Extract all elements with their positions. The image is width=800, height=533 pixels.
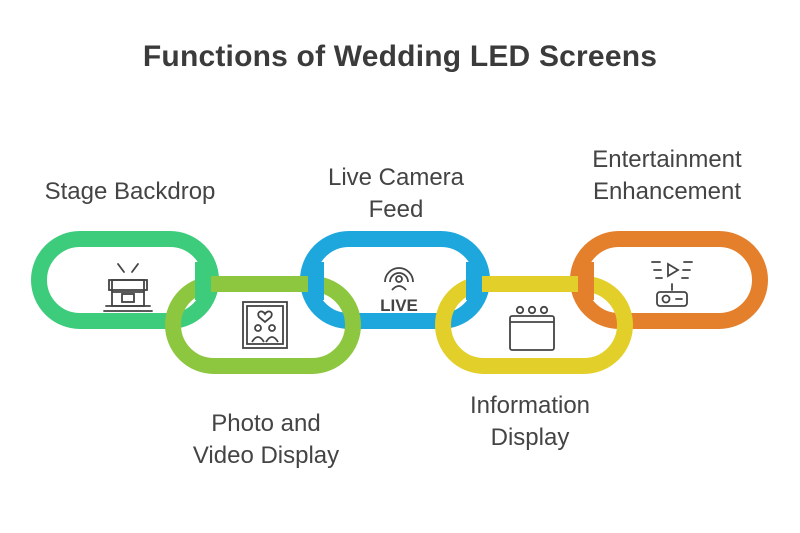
label-information-display: Information Display	[430, 390, 630, 454]
page-title: Functions of Wedding LED Screens	[142, 40, 658, 73]
live-label: LIVE	[380, 296, 418, 315]
label-line: Photo and	[211, 410, 321, 437]
chain-link-info	[435, 276, 633, 374]
label-stage-backdrop: Stage Backdrop	[20, 176, 240, 208]
photo-frame-icon	[242, 301, 288, 349]
label-line: Stage Backdrop	[44, 178, 216, 205]
projector-icon	[651, 261, 693, 307]
screen-icon	[509, 305, 555, 351]
label-line: Information	[469, 392, 591, 419]
label-photo-video-display: Photo and Video Display	[160, 408, 372, 472]
label-live-camera-feed: Live Camera Feed	[296, 162, 496, 226]
label-line: Live Camera	[327, 164, 465, 191]
label-line: Feed	[368, 196, 424, 223]
label-line: Display	[490, 424, 570, 451]
live-camera-icon	[384, 267, 414, 291]
label-line: Enhancement	[592, 178, 742, 205]
label-line: Video Display	[192, 442, 340, 469]
chain-link-entertainment	[570, 231, 768, 329]
chain-link-photo	[165, 276, 361, 374]
label-line: Entertainment	[592, 146, 742, 173]
stage-icon	[103, 263, 153, 312]
label-entertainment-enhancement: Entertainment Enhancement	[560, 144, 774, 208]
